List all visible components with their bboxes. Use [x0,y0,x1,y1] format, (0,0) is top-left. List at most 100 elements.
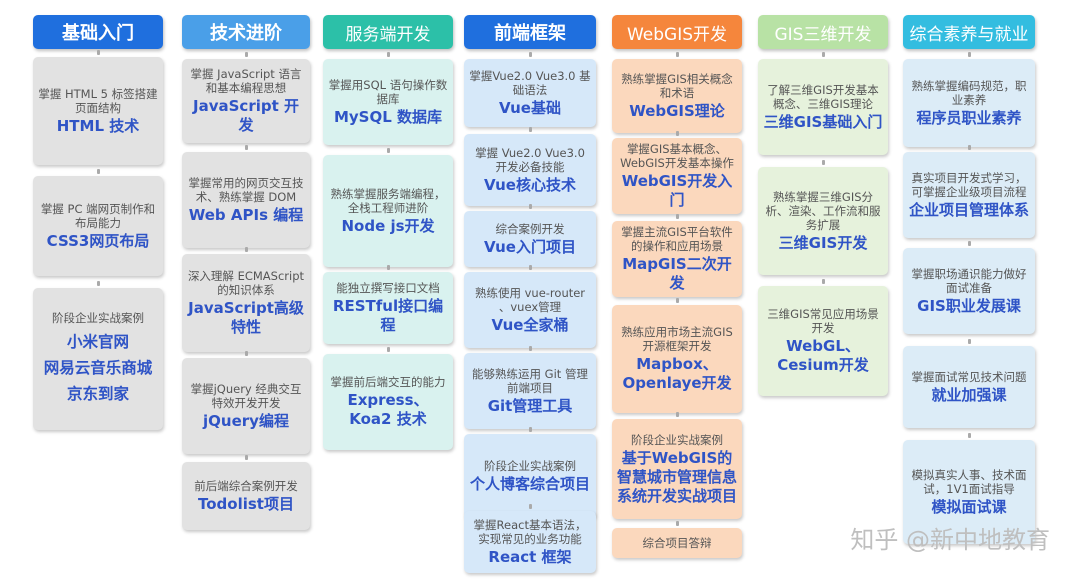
card-title: 模拟面试课 [931,497,1007,516]
connector-dot [968,433,971,438]
card-description: 熟练掌握GIS相关概念和术语 [621,71,733,100]
topic-card: 掌握面试常见技术问题就业加强课 [903,346,1035,428]
topic-card: 综合项目答辩 [612,528,742,558]
connector-dot [822,160,825,165]
card-description: 深入理解 ECMAScript 的知识体系 [187,269,305,297]
card-title: Vue入门项目 [484,237,576,256]
card-title: Node js开发 [341,216,435,235]
card-description: 模拟真实人事、技术面试，1V1面试指导 [911,467,1027,496]
card-description: 熟练掌握服务端编程，全栈工程师进阶 [330,186,446,215]
column-header: 综合素养与就业 [903,15,1035,49]
card-description: 掌握用SQL 语句操作数据库 [328,77,448,106]
connector-dot [968,339,971,344]
card-title: 个人博客综合项目 [469,474,590,493]
card-title: MapGIS二次开发 [622,255,732,292]
card-description: 综合案例开发 [495,221,565,236]
card-title: React 框架 [488,547,572,566]
connector-dot [97,281,100,286]
card-description: 熟练使用 vue-router 、vuex管理 [474,285,586,314]
column-header: 技术进阶 [182,15,310,49]
card-title: 就业加强课 [931,385,1007,404]
card-title: 程序员职业素养 [916,108,1022,127]
card-description: 阶段企业实战案例 [631,432,723,447]
card-description: 真实项目开发式学习，可掌握企业级项目流程 [911,170,1027,199]
card-title: GIS职业发展课 [917,296,1021,315]
card-description: 掌握React基本语法，实现常见的业务功能 [473,517,587,546]
connector-dot [387,148,390,153]
connector-dot [97,169,100,174]
connector-dot [97,50,100,55]
card-title: JavaScript 开发 [193,97,299,134]
card-description: 了解三维GIS开发基本概念、三维GIS理论 [767,82,879,111]
connector-dot [968,145,971,150]
card-description: 熟练掌握三维GIS分析、渲染、工作流和服务扩展 [765,189,881,232]
card-title: Vue基础 [499,98,561,117]
topic-card: 真实项目开发式学习，可掌握企业级项目流程企业项目管理体系 [903,152,1035,238]
card-title: 三维GIS基础入门 [763,112,883,131]
card-title: Vue核心技术 [484,175,576,194]
connector-dot [529,52,532,57]
connector-dot [387,265,390,270]
card-description: 阶段企业实战案例 [52,311,144,325]
card-title: Express、Koa2 技术 [347,391,429,428]
card-title: 网易云音乐商城 [43,359,153,377]
card-title: WebGL、Cesium开发 [777,337,869,374]
card-title: HTML 技术 [56,116,140,135]
connector-dot [529,204,532,209]
card-description: 阶段企业实战案例 [484,458,576,473]
card-description: 前后端综合案例开发 [194,478,298,493]
connector-dot [676,214,679,219]
column-header: 基础入门 [33,15,163,49]
card-description: 掌握常用的网页交互技术、熟练掌握 DOM [188,175,304,204]
card-title: Git管理工具 [487,396,573,415]
connector-dot [676,412,679,417]
connector-dot [676,131,679,136]
card-title: 基于WebGIS的智慧城市管理信息系统开发实战项目 [616,448,737,505]
connector-dot [245,247,248,252]
card-title: JavaScript高级特性 [188,299,304,336]
connector-dot [529,127,532,132]
topic-card: 阶段企业实战案例个人博客综合项目 [464,434,596,518]
card-description: 掌握面试常见技术问题 [911,369,1027,384]
connector-dot [387,347,390,352]
card-description: 熟练掌握编码规范，职业素养 [911,78,1027,107]
card-title: Web APIs 编程 [188,205,304,224]
card-title: WebGIS开发入门 [621,172,733,209]
card-description: 掌握 JavaScript 语言和基本编程思想 [190,67,302,95]
connector-dot [822,279,825,284]
card-title: Mapbox、Openlaye开发 [622,355,732,392]
card-title: jQuery编程 [203,411,289,430]
connector-dot [676,52,679,57]
connector-dot [529,346,532,351]
connector-dot [529,504,532,509]
card-description: 能够熟练运用 Git 管理前端项目 [472,366,588,395]
column-header: WebGIS开发 [612,15,742,49]
card-description: 综合项目答辩 [642,536,712,550]
card-title: Todolist项目 [198,494,294,513]
connector-dot [676,521,679,526]
topic-card: 阶段企业实战案例小米官网网易云音乐商城京东到家 [33,288,163,430]
connector-dot [245,145,248,150]
column-header: 前端框架 [464,15,596,49]
topic-card: 了解三维GIS开发基本概念、三维GIS理论三维GIS基础入门 [758,59,888,155]
card-description: 掌握 PC 端网页制作和布局能力 [40,201,156,230]
connector-dot [529,427,532,432]
topic-card: 熟练掌握编码规范，职业素养程序员职业素养 [903,59,1035,147]
connector-dot [245,351,248,356]
connector-dot [245,455,248,460]
card-title: CSS3网页布局 [46,231,150,250]
